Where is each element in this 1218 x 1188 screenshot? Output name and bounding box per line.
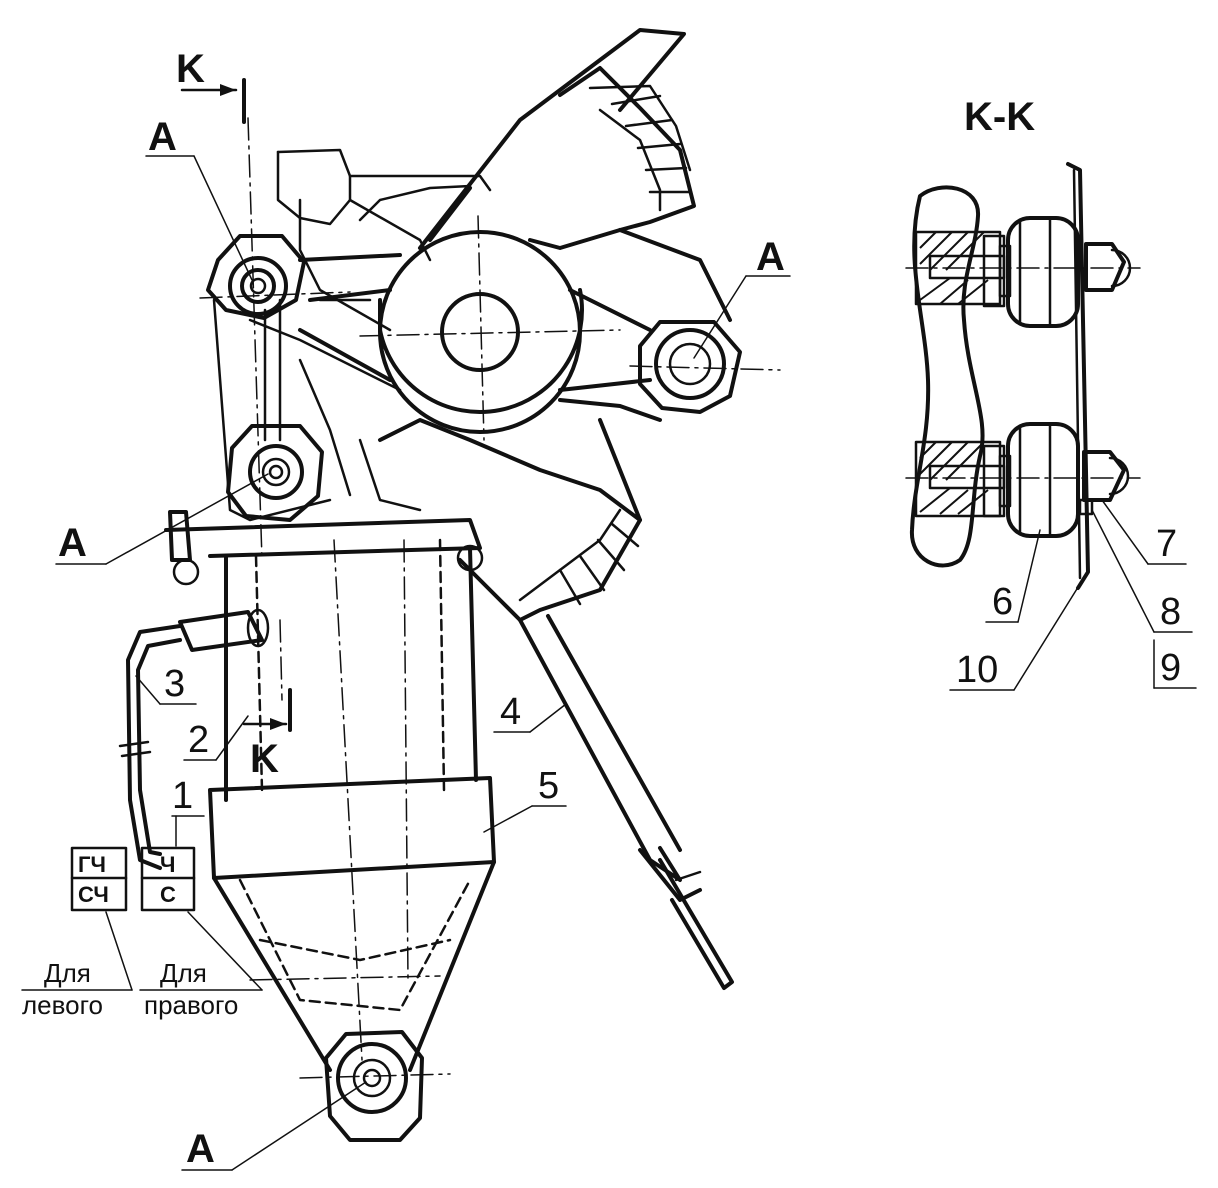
motor-body xyxy=(164,510,484,1061)
callout-a-bottom: A xyxy=(181,1081,367,1171)
callout-7: 7 xyxy=(1101,499,1187,565)
callout-1: 1 xyxy=(171,775,205,847)
section-marker-top: K xyxy=(176,47,246,124)
callout-5-label: 5 xyxy=(538,765,559,807)
callout-a-right-label: A xyxy=(756,235,785,279)
caption-right-line1: Для xyxy=(160,958,207,988)
upper-bracket xyxy=(212,148,492,522)
terminal-right-top: Ч xyxy=(160,852,175,877)
caption-left: Для левого xyxy=(21,911,133,1020)
upper-sector xyxy=(418,28,696,250)
callout-4: 4 xyxy=(493,691,567,733)
callout-1-label: 1 xyxy=(172,775,193,817)
callout-a-middle-left: A xyxy=(55,473,269,565)
callout-9-label: 9 xyxy=(1160,647,1181,689)
section-marker-bottom-label: K xyxy=(250,737,279,781)
callout-9: 9 xyxy=(1153,639,1197,689)
caption-left-line2: левого xyxy=(22,990,103,1020)
caption-left-line1: Для xyxy=(44,958,91,988)
callout-10-label: 10 xyxy=(956,649,998,691)
callout-a-bottom-label: A xyxy=(186,1127,215,1171)
lower-sector xyxy=(378,228,732,622)
motor-cap xyxy=(208,776,496,1072)
callout-a-right: A xyxy=(693,235,791,359)
caption-right: Для правого xyxy=(139,911,263,1020)
gearbox-cover xyxy=(298,215,662,441)
section-title: K-K xyxy=(964,95,1035,139)
terminal-left-bottom: СЧ xyxy=(78,882,109,907)
nut-bottom xyxy=(299,1030,451,1142)
callout-10: 10 xyxy=(949,583,1081,691)
callout-a-top-left: A xyxy=(145,115,253,281)
callout-6: 6 xyxy=(985,529,1041,623)
section-marker-top-label: K xyxy=(176,47,205,91)
callout-7-label: 7 xyxy=(1156,523,1177,565)
callout-3: 3 xyxy=(135,663,197,705)
section-view: K-K xyxy=(905,95,1197,691)
terminal-block-right: Ч С xyxy=(140,846,196,912)
terminal-block-left: ГЧ СЧ xyxy=(70,846,128,912)
nut-right xyxy=(629,320,781,414)
nut-top-left xyxy=(199,117,351,561)
callout-5: 5 xyxy=(483,765,567,833)
callout-2: 2 xyxy=(183,715,249,761)
shaft xyxy=(518,614,734,990)
callout-8-label: 8 xyxy=(1160,591,1181,633)
section-marker-bottom: K xyxy=(242,688,292,781)
callout-2-label: 2 xyxy=(188,719,209,761)
callout-8: 8 xyxy=(1091,509,1193,633)
caption-right-line2: правого xyxy=(144,990,238,1020)
terminal-left-top: ГЧ xyxy=(78,852,106,877)
terminal-right-bottom: С xyxy=(160,882,176,907)
callout-3-label: 3 xyxy=(164,663,185,705)
callout-6-label: 6 xyxy=(992,581,1013,623)
callout-4-label: 4 xyxy=(500,691,521,733)
wire-connector xyxy=(118,608,283,870)
nut-middle-left xyxy=(226,424,324,522)
callout-a-top-left-label: A xyxy=(148,115,177,159)
main-view: K xyxy=(21,28,791,1171)
callout-a-middle-left-label: A xyxy=(58,521,87,565)
